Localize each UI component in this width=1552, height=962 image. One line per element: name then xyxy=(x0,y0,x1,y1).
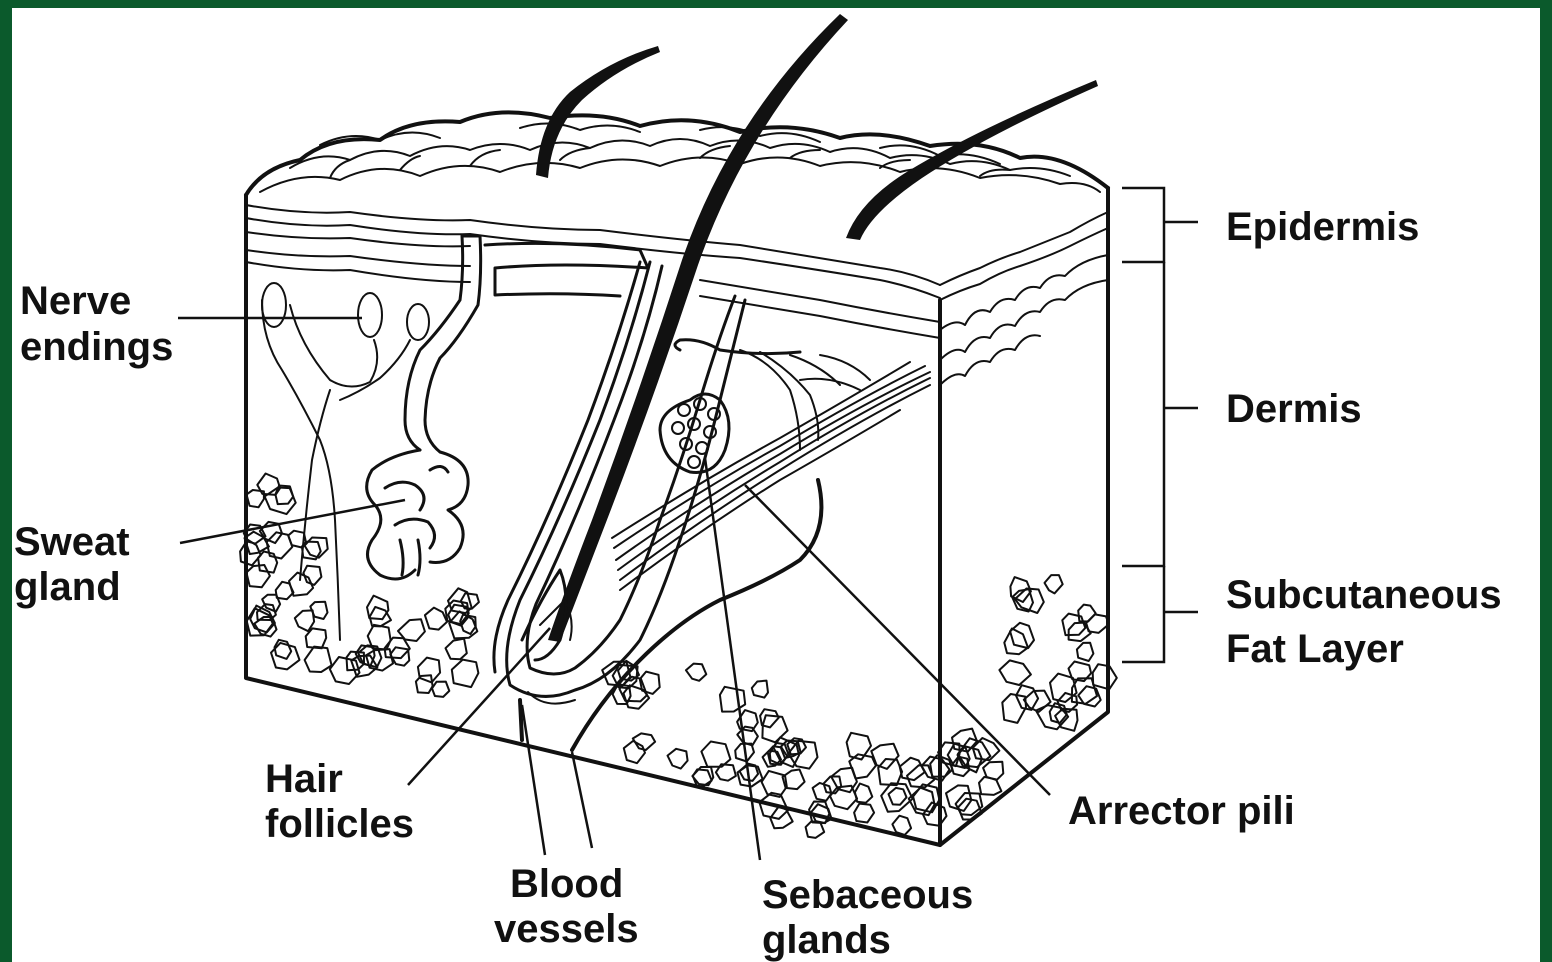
skin-block-outline xyxy=(246,112,1108,845)
label-sweat-gland-line1: Sweat xyxy=(14,520,130,564)
label-nerve-endings-line1: Nerve xyxy=(20,279,131,323)
arrector-pili-muscle xyxy=(612,362,930,590)
fat-cell xyxy=(1078,605,1096,622)
fat-cell xyxy=(305,647,332,672)
label-hair-follicles-line2: follicles xyxy=(265,802,414,846)
fat-cell xyxy=(720,687,745,712)
fat-cell xyxy=(1004,629,1028,655)
fat-cell xyxy=(900,758,925,780)
fat-cell xyxy=(295,610,314,631)
epidermis-bracket xyxy=(1122,188,1164,262)
dermal-duct-loop xyxy=(485,243,648,296)
fat-cell xyxy=(855,784,872,803)
fat-cell xyxy=(999,660,1031,685)
label-blood-vessels-line1: Blood xyxy=(510,862,623,906)
fat-cell xyxy=(892,816,911,835)
fat-cell xyxy=(305,538,328,558)
fat-cell xyxy=(1093,664,1117,689)
skin-cross-section-diagram: Nerve endings Sweat gland Hair follicles… xyxy=(12,8,1540,962)
fat-cell xyxy=(257,474,280,495)
leader-sebaceous-glands xyxy=(705,458,760,860)
label-sebaceous-glands-line1: Sebaceous xyxy=(762,873,973,917)
fat-cell xyxy=(1010,623,1034,648)
fat-cell xyxy=(909,788,935,816)
fat-cell xyxy=(878,759,902,785)
fat-cell xyxy=(425,608,447,630)
label-dermis: Dermis xyxy=(1226,387,1362,431)
fat-cell xyxy=(452,660,479,688)
dermis-bracket xyxy=(1122,262,1164,566)
fat-cell xyxy=(913,784,939,812)
fat-cell xyxy=(854,804,874,823)
label-subcutaneous-line2: Fat Layer xyxy=(1226,627,1404,671)
label-sebaceous-glands-line2: glands xyxy=(762,918,891,962)
label-epidermis: Epidermis xyxy=(1226,205,1419,249)
fat-cell xyxy=(752,681,768,698)
fat-cell xyxy=(418,658,440,683)
fat-cell xyxy=(302,542,321,560)
leader-arrector-pili xyxy=(745,485,1050,795)
label-arrector-pili: Arrector pili xyxy=(1068,789,1295,833)
sweat-gland-structure xyxy=(367,236,481,579)
fat-cell xyxy=(246,565,270,587)
leader-blood-vessels-2 xyxy=(572,752,592,848)
fat-cell xyxy=(701,742,730,767)
fat-cell xyxy=(624,741,645,763)
nerve-ending-structures xyxy=(262,283,429,640)
fat-cell xyxy=(889,788,907,805)
leader-blood-vessels-1 xyxy=(522,705,545,855)
fat-cell xyxy=(416,675,433,693)
fat-cell xyxy=(1077,643,1094,661)
fat-cell xyxy=(668,749,688,769)
fat-cell xyxy=(432,682,449,697)
dermal-vessels xyxy=(740,350,870,450)
label-blood-vessels-line2: vessels xyxy=(494,907,639,951)
label-hair-follicles-line1: Hair xyxy=(265,757,343,801)
fat-cell xyxy=(686,664,706,681)
layer-brackets xyxy=(1122,188,1198,662)
label-nerve-endings-line2: endings xyxy=(20,325,173,369)
fat-cell xyxy=(830,786,857,809)
leader-hair-follicles xyxy=(408,628,550,785)
subcutaneous-bracket xyxy=(1122,566,1164,662)
fat-cell xyxy=(1045,575,1063,593)
diagram-frame: Nerve endings Sweat gland Hair follicles… xyxy=(12,8,1540,962)
label-sweat-gland-line2: gland xyxy=(14,565,121,609)
fat-cell xyxy=(446,639,467,660)
label-subcutaneous-line1: Subcutaneous xyxy=(1226,573,1502,617)
